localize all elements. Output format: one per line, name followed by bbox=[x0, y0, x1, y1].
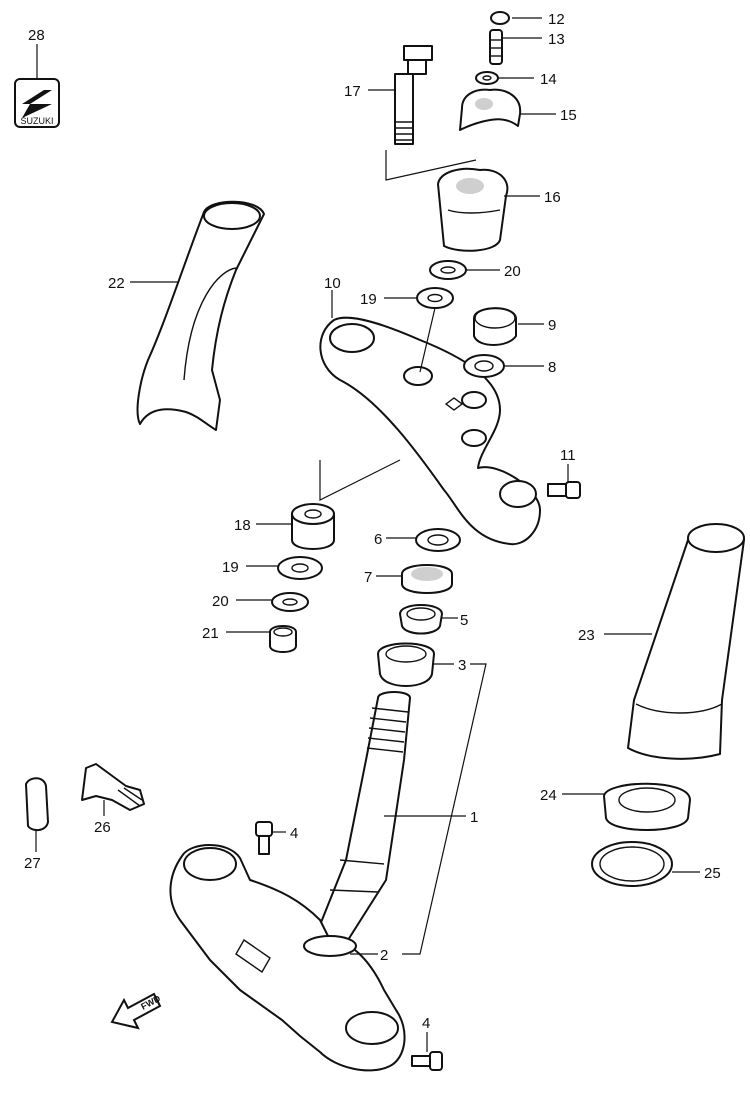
callout-25: 25 bbox=[704, 865, 721, 882]
ring-nut-part bbox=[603, 782, 691, 831]
bracket-bolt-part bbox=[547, 481, 581, 499]
spacer-part bbox=[291, 503, 335, 550]
callout-14: 14 bbox=[540, 71, 557, 88]
callout-20: 20 bbox=[212, 593, 229, 610]
callout-6: 6 bbox=[374, 531, 382, 548]
bolt-part bbox=[411, 1051, 443, 1071]
callout-24: 24 bbox=[540, 787, 557, 804]
upper-bearing-part bbox=[399, 604, 443, 635]
bolt-part bbox=[255, 821, 273, 855]
callout-19: 19 bbox=[360, 291, 377, 308]
callout-labels: 28 12 13 14 15 16 17 20 19 10 9 8 11 22 … bbox=[24, 11, 721, 1032]
callout-2: 2 bbox=[380, 947, 388, 964]
callout-20: 20 bbox=[504, 263, 521, 280]
dust-seal-part bbox=[401, 564, 453, 594]
callout-11: 11 bbox=[560, 447, 576, 464]
washer-part bbox=[463, 354, 505, 378]
callout-9: 9 bbox=[548, 317, 556, 334]
callout-22: 22 bbox=[108, 275, 125, 292]
callout-16: 16 bbox=[544, 189, 561, 206]
callout-10: 10 bbox=[324, 275, 341, 292]
washer-part bbox=[429, 260, 467, 280]
washer-part bbox=[416, 287, 454, 309]
handlebar-holder-part bbox=[437, 167, 509, 252]
callout-26: 26 bbox=[94, 819, 111, 836]
callout-8: 8 bbox=[548, 359, 556, 376]
callout-19: 19 bbox=[222, 559, 239, 576]
cap-part bbox=[490, 11, 510, 25]
lock-cover-part bbox=[25, 777, 49, 832]
washer-large-part bbox=[591, 841, 673, 887]
callout-4: 4 bbox=[290, 825, 298, 842]
fwd-arrow: FWD bbox=[110, 992, 162, 1030]
handlebar-clamp-upper-part bbox=[459, 88, 522, 131]
long-bolt-part bbox=[394, 45, 433, 145]
lower-bracket-part bbox=[169, 844, 406, 1072]
steering-lock-part bbox=[81, 763, 145, 811]
callout-1: 1 bbox=[470, 809, 478, 826]
washer-part bbox=[271, 592, 309, 612]
callout-18: 18 bbox=[234, 517, 251, 534]
suzuki-emblem-part: SUZUKI bbox=[14, 78, 60, 128]
stem-nut-part bbox=[473, 307, 517, 346]
callout-13: 13 bbox=[548, 31, 565, 48]
logo-text: SUZUKI bbox=[20, 116, 53, 126]
callout-23: 23 bbox=[578, 627, 595, 644]
callout-4: 4 bbox=[422, 1015, 430, 1032]
upper-bracket-part bbox=[319, 316, 541, 546]
fork-cover-left-part bbox=[136, 200, 265, 431]
bolt-small-part bbox=[489, 29, 503, 65]
callout-5: 5 bbox=[460, 612, 468, 629]
washer-small-part bbox=[475, 71, 499, 85]
lower-bearing-part bbox=[377, 642, 435, 687]
callout-7: 7 bbox=[364, 569, 372, 586]
leader-lines bbox=[35, 17, 700, 1052]
callout-12: 12 bbox=[548, 11, 565, 28]
callout-21: 21 bbox=[202, 625, 219, 642]
washer-part bbox=[277, 556, 323, 580]
callout-27: 27 bbox=[24, 855, 41, 872]
callout-15: 15 bbox=[560, 107, 577, 124]
callout-3: 3 bbox=[458, 657, 466, 674]
callout-28: 28 bbox=[28, 27, 45, 44]
flange-nut-part bbox=[269, 625, 297, 653]
lock-nut-part bbox=[415, 528, 461, 552]
callout-17: 17 bbox=[344, 83, 361, 100]
fork-cover-right-part bbox=[627, 523, 745, 760]
